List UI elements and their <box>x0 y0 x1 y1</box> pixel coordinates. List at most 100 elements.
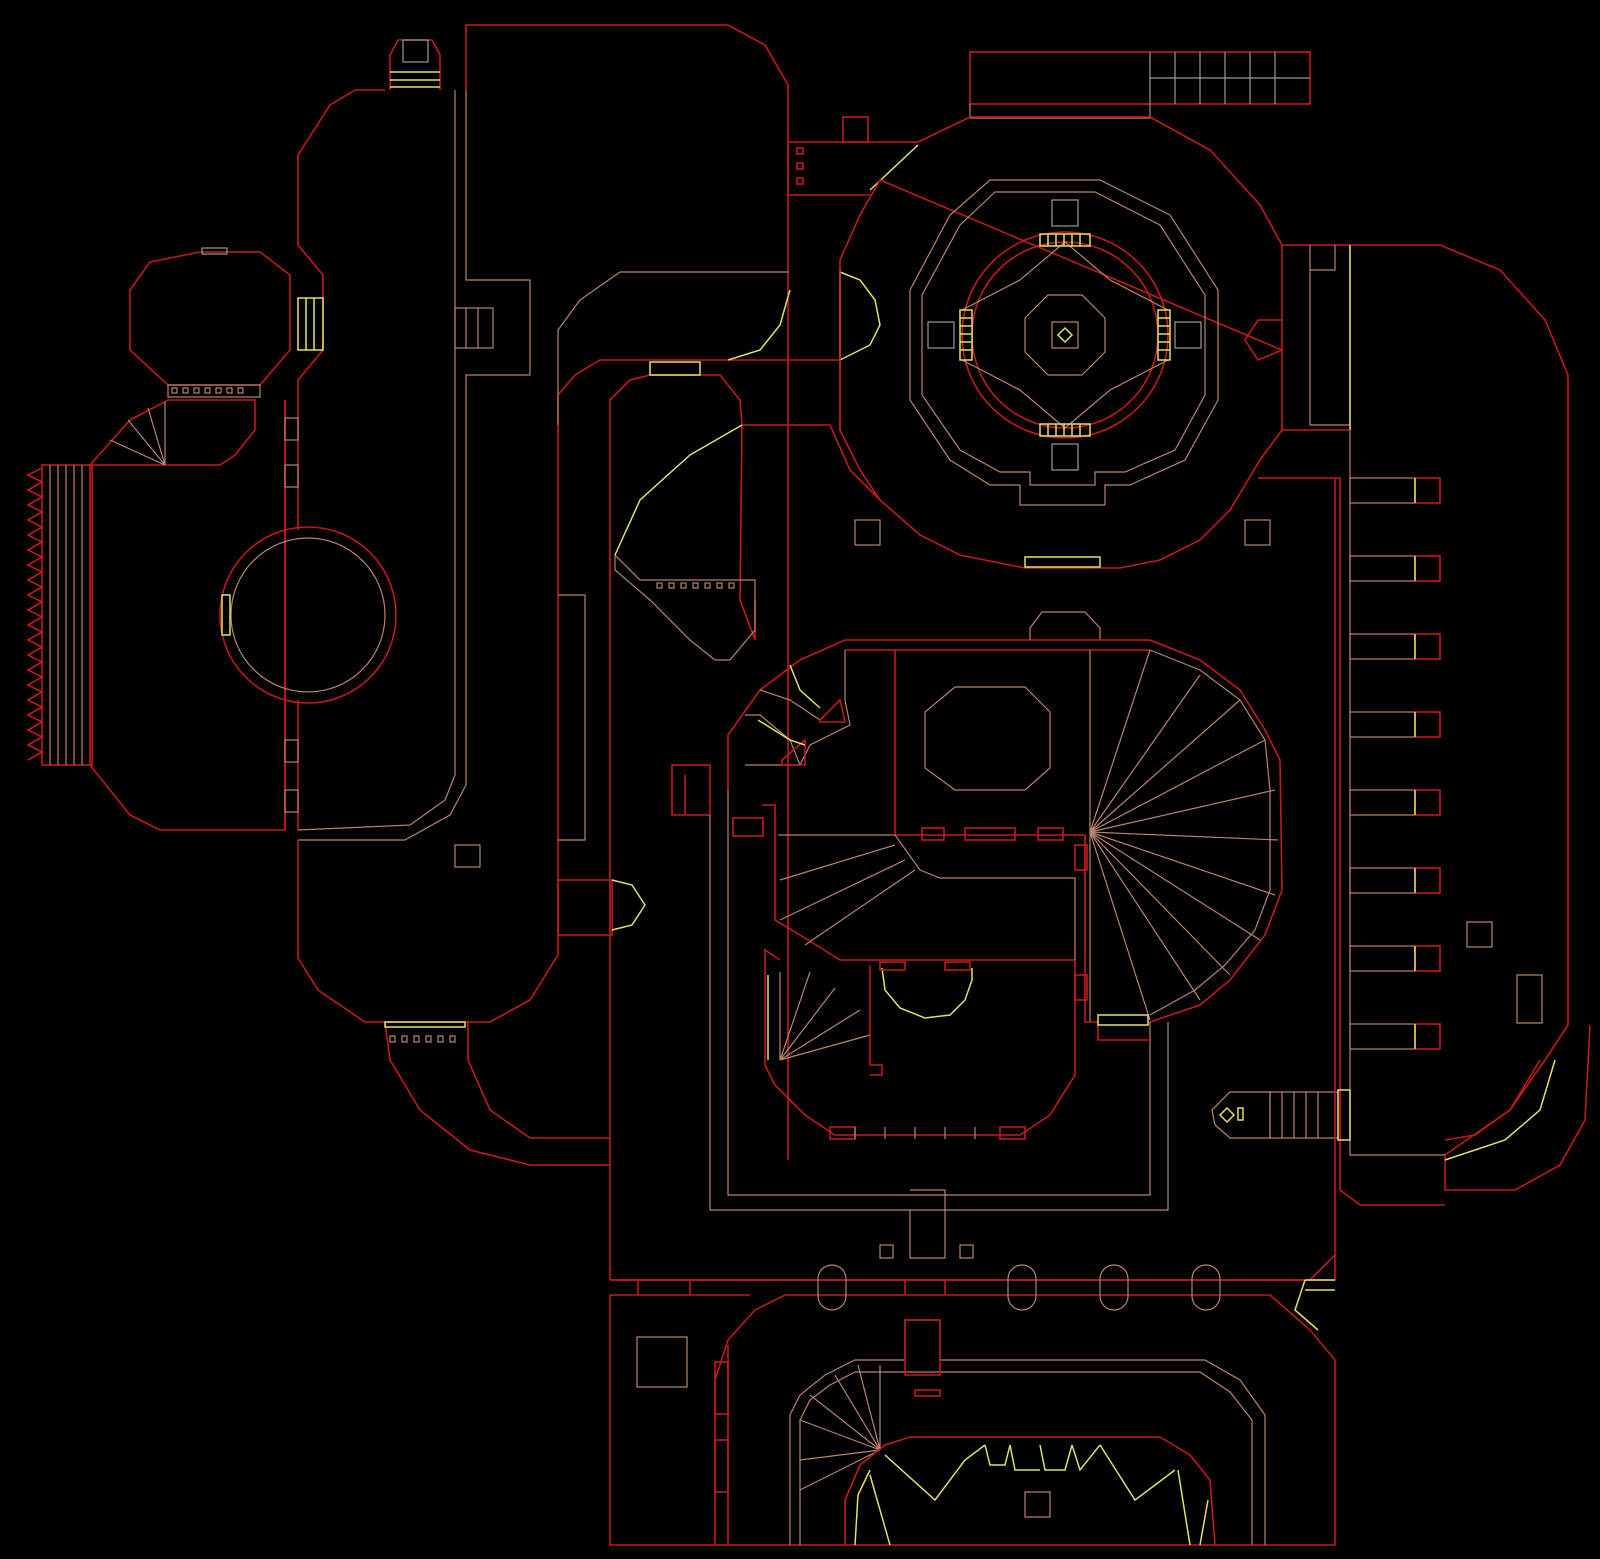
north-chamber <box>465 24 789 1160</box>
northwest-door-lines <box>305 298 315 350</box>
long-corridor-steps <box>465 308 479 348</box>
north-shrine-inner <box>402 39 429 63</box>
arena-west-pillar <box>854 519 881 546</box>
central-south-bumps <box>879 961 971 971</box>
arena-dais-doors[interactable] <box>959 233 1171 437</box>
south-arena-gate <box>904 1319 941 1376</box>
curve-lane <box>558 594 586 841</box>
arena-mid-ring <box>909 179 1219 506</box>
central-inner-pool <box>924 686 1051 791</box>
northwest-complex <box>297 24 840 1166</box>
northwest-door[interactable] <box>297 297 324 351</box>
west-small-room <box>129 251 291 386</box>
west-round-room-outer <box>219 526 397 704</box>
southwest-bridge-door[interactable] <box>384 1021 466 1028</box>
south-wall-slots <box>714 1361 729 1493</box>
west-round-room-door[interactable] <box>221 594 231 636</box>
central-west-ramp <box>745 689 821 766</box>
west-stair-dots <box>171 387 244 394</box>
south-arena-inner <box>844 1436 1216 1546</box>
east-wing-lanes <box>1309 245 1445 1156</box>
curve-outer <box>557 271 788 425</box>
central-south-room <box>762 804 1076 1136</box>
central-bottom-pillars <box>879 1244 974 1259</box>
south-pillar <box>636 1336 688 1388</box>
central-curve <box>557 271 791 1280</box>
side-niche <box>557 879 613 936</box>
diamond-pad-icon[interactable] <box>1056 326 1074 344</box>
arena-mid-ring-2 <box>921 191 1206 486</box>
north-chamber-pillar <box>454 844 481 868</box>
arena-center-octagon <box>1024 294 1106 376</box>
arena-pillars <box>927 199 1202 471</box>
diamond-switch-icon[interactable] <box>1218 1106 1236 1124</box>
long-corridor <box>297 90 531 841</box>
central-fan-stairs <box>1089 649 1279 1021</box>
south-arena-teeth <box>984 1444 1073 1471</box>
northwest-outer-wall <box>297 89 385 400</box>
central-inner-steps <box>921 827 1064 841</box>
south-arena-bat-left <box>884 1444 1176 1502</box>
south-arena-fan <box>799 1364 881 1491</box>
arena-top-ledge <box>969 104 1151 119</box>
east-pillar <box>1466 921 1493 948</box>
south-corridor-ties <box>637 1280 946 1295</box>
west-stair-steps <box>49 465 83 765</box>
south-corner-door[interactable] <box>1294 1279 1335 1331</box>
east-switch-door[interactable] <box>1337 1089 1351 1141</box>
arena-east-pillar <box>1244 519 1271 546</box>
arena-connector-box <box>842 116 869 143</box>
west-hall <box>89 399 286 831</box>
central-lower-box <box>732 817 764 837</box>
southwest-bridge <box>384 1021 610 1166</box>
west-fan-stairs <box>109 402 166 466</box>
arena-top-grid <box>1149 52 1310 104</box>
central-fan-edge <box>1149 649 1271 1016</box>
east-wing-inner <box>1258 429 1445 1206</box>
platform <box>614 553 756 661</box>
central-east-slots <box>1074 844 1088 1001</box>
central-south-arch[interactable] <box>881 967 973 1019</box>
south-arena-outer-2 <box>799 1371 1253 1545</box>
west-teeth <box>26 467 44 761</box>
west-stairway <box>41 464 93 766</box>
east-wing-outer <box>1282 244 1591 1191</box>
south-outer-wall <box>609 1294 1336 1546</box>
central-west-doors[interactable] <box>757 664 821 746</box>
central-mid-stairs <box>778 834 1076 960</box>
west-corridor-steps <box>284 417 299 813</box>
north-shrine-door[interactable] <box>390 71 440 88</box>
arena-west-wall <box>742 270 881 501</box>
south-arena-door-lines[interactable] <box>854 1469 1209 1546</box>
west-wing <box>26 247 397 831</box>
platform-arc <box>614 424 743 556</box>
west-round-room-inner <box>230 537 386 693</box>
east-switch-lever[interactable] <box>1237 1107 1244 1121</box>
long-corridor-stairs <box>454 307 494 349</box>
central-top-niche <box>1029 611 1101 640</box>
side-niche-door[interactable] <box>611 879 646 931</box>
south-arena-gate-step <box>914 1389 941 1397</box>
curve-door[interactable] <box>649 361 701 376</box>
central-bottom-niche <box>909 1189 946 1259</box>
east-ramp-door[interactable] <box>1444 1059 1556 1161</box>
arena-dais-outer <box>961 231 1169 439</box>
south-section <box>609 1254 1336 1546</box>
east-ramp-inner <box>1444 1059 1541 1141</box>
west-stair-row <box>167 384 261 398</box>
southwest-bridge-steps <box>389 1035 456 1043</box>
south-arena-teeth-2 <box>1009 1444 1101 1472</box>
platform-dots <box>656 582 735 589</box>
south-arena-pillar <box>1024 1491 1051 1518</box>
curve-arc <box>727 289 791 361</box>
east-pillar-tall <box>1516 974 1543 1024</box>
arena-south-door[interactable] <box>1024 556 1101 568</box>
central-east-door[interactable] <box>1097 1014 1149 1026</box>
east-switch-steps <box>1281 1092 1319 1138</box>
south-corridor-pillars <box>817 1264 1221 1311</box>
central-mid-steps <box>779 844 916 946</box>
northeast-arena <box>742 51 1311 569</box>
central-top-wall <box>845 639 1150 651</box>
